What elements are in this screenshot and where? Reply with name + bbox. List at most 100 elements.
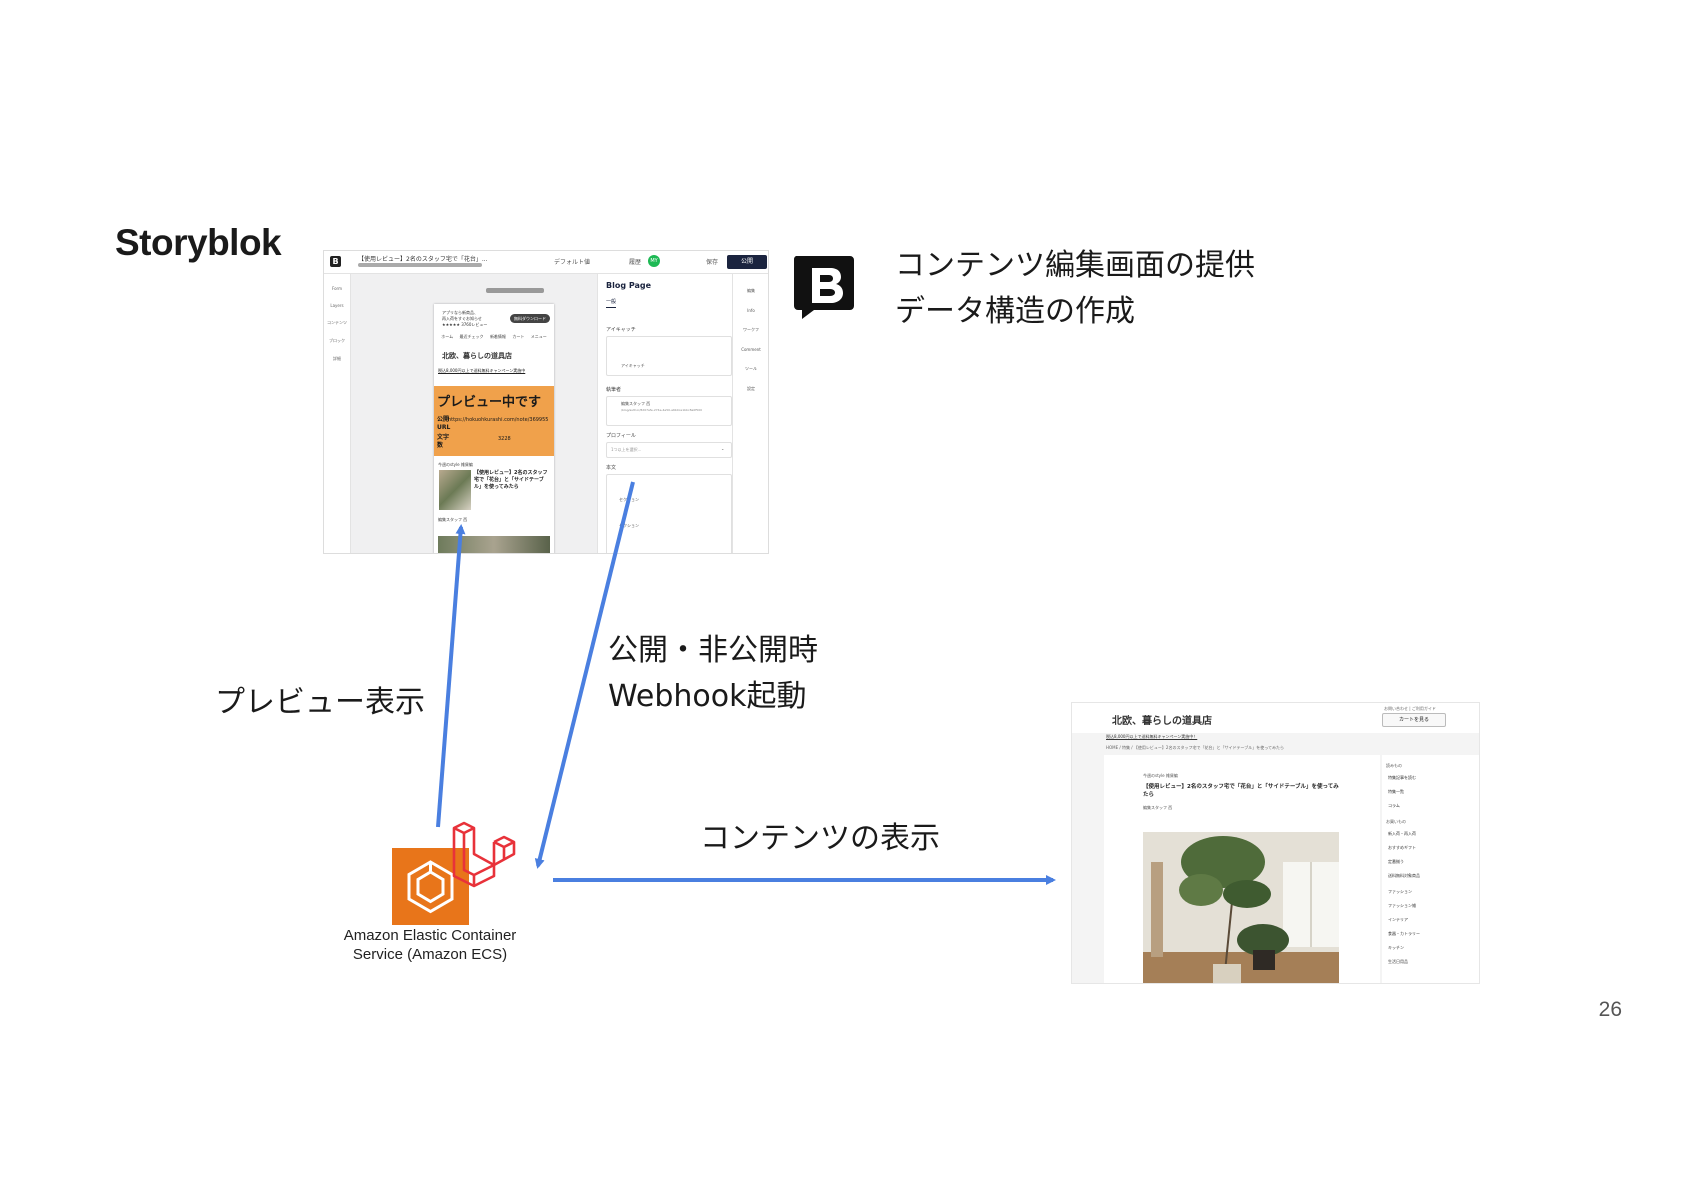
webhook-arrow: [534, 481, 635, 869]
side-item[interactable]: 特集記事を読む: [1388, 775, 1416, 780]
left-nav-form[interactable]: Form: [331, 286, 343, 291]
side-item[interactable]: ファッション: [1388, 889, 1412, 894]
side-item[interactable]: 新入荷・再入荷: [1388, 831, 1416, 836]
article-author: 編集スタッフ 西: [438, 517, 468, 522]
article-title[interactable]: 【使用レビュー】2名のスタッフ宅で「花台」と「サイドテーブル」を使ってみたら: [474, 470, 548, 490]
left-nav-detail[interactable]: 詳細: [333, 356, 341, 361]
side-item[interactable]: 食器・カトラリー: [1388, 931, 1420, 936]
site-top-links[interactable]: お問い合わせ | ご利用ガイド: [1384, 706, 1436, 711]
site-sidebar: 読みもの 特集記事を読む 特集一覧 コラム お買いもの 新入荷・再入荷 おすすめ…: [1382, 755, 1479, 983]
side-section-reading: 読みもの: [1386, 763, 1402, 768]
article-thumbnail: [439, 470, 471, 510]
storyblok-desc-line-2: データ構造の作成: [895, 294, 1135, 329]
storyblok-logo-icon: [793, 256, 854, 319]
slide-title: Storyblok: [115, 222, 282, 263]
site-article-category: 今週のstyle 雑貨編: [1143, 773, 1178, 778]
url-label: 公開URL: [437, 416, 451, 431]
left-nav-layers[interactable]: Layers: [330, 303, 344, 308]
profile-label: プロフィール: [606, 433, 636, 439]
side-item[interactable]: 定番揃う: [1388, 859, 1404, 864]
author-label: 執筆者: [606, 387, 622, 393]
side-item[interactable]: 送料無料対象商品: [1388, 873, 1420, 878]
editor-history-button[interactable]: 履歴: [629, 259, 642, 266]
chars-value: 3228: [498, 436, 511, 442]
site-article-author: 編集スタッフ 西: [1143, 805, 1173, 810]
panel-title: Blog Page: [606, 281, 652, 290]
laravel-icon: [452, 821, 516, 888]
phone-nav: ホーム 最近チェック 新着情報 カート メニュー: [438, 334, 550, 340]
right-nav-settings[interactable]: 設定: [747, 386, 755, 391]
author-field[interactable]: 編集スタッフ 西 /blog/author/8d07afe-274e-4e50-…: [606, 396, 732, 426]
editor-language-select[interactable]: デフォルト値: [554, 259, 591, 266]
author-name: 編集スタッフ 西: [621, 401, 651, 406]
profile-select[interactable]: 1つ以上を選択... ⌄: [606, 442, 732, 458]
eyecatch-item: アイキャッチ: [621, 363, 645, 368]
preview-banner: プレビュー中です 公開URL https://hokuohkurashi.com…: [434, 386, 554, 456]
preview-banner-title: プレビュー中です: [437, 395, 542, 410]
side-item[interactable]: 生活日用品: [1388, 959, 1408, 964]
profile-select-value: 1つ以上を選択...: [611, 447, 642, 452]
content-label: コンテンツの表示: [700, 821, 940, 856]
side-section-shopping: お買いもの: [1386, 819, 1406, 824]
storyblok-desc-line-1: コンテンツ編集画面の提供: [895, 248, 1255, 283]
shop-name: 北欧、暮らしの道具店: [442, 352, 512, 360]
phone-nav-recent[interactable]: 最近チェック: [459, 334, 484, 339]
chars-label: 文字数: [437, 434, 450, 449]
side-item[interactable]: コラム: [1388, 803, 1400, 808]
left-nav-block[interactable]: ブロック: [329, 338, 345, 343]
tab-general[interactable]: 一般: [606, 298, 617, 308]
webhook-label-line-2: Webhook起動: [608, 679, 807, 714]
app-download-button[interactable]: 無料ダウンロード: [510, 314, 550, 323]
editor-publish-button[interactable]: 公開: [727, 255, 767, 269]
right-nav-comment[interactable]: Comment: [741, 347, 761, 352]
site-header: 北欧、暮らしの道具店 お問い合わせ | ご利用ガイド カートを見る: [1072, 703, 1479, 733]
author-id: /blog/author/8d07afe-274e-4e50-a6b0ce1bb…: [621, 408, 703, 412]
side-item[interactable]: キッチン: [1388, 945, 1404, 950]
amazon-ecs-icon: [392, 848, 469, 925]
editor-save-button[interactable]: 保存: [706, 259, 719, 266]
site-brand[interactable]: 北欧、暮らしの道具店: [1112, 716, 1212, 727]
storyblok-small-logo-icon: B: [330, 256, 341, 267]
side-item[interactable]: ファッション雑: [1388, 903, 1416, 908]
promo-link[interactable]: 税込8,000円以上で送料無料キャンペーン実施中: [438, 368, 526, 373]
side-item[interactable]: 特集一覧: [1388, 789, 1404, 794]
section-item-2[interactable]: セクション: [619, 523, 639, 528]
page-number: 26: [1598, 998, 1622, 1021]
site-article-title: 【使用レビュー】2名のスタッフ宅で「花台」と「サイドテーブル」を使ってみたら: [1143, 784, 1339, 798]
right-nav-info[interactable]: Info: [747, 308, 755, 313]
url-value: https://hokuohkurashi.com/note/369955: [448, 417, 549, 423]
cart-button[interactable]: カートを見る: [1382, 713, 1446, 727]
preview-arrow: [436, 524, 466, 828]
right-nav-tools[interactable]: ツール: [745, 366, 757, 371]
storyblok-description: コンテンツ編集画面の提供 データ構造の作成: [895, 243, 1255, 335]
left-nav-content[interactable]: コンテンツ: [327, 320, 347, 325]
webhook-label-line-1: 公開・非公開時: [608, 633, 818, 668]
storyblok-editor-screenshot: B 【使用レビュー】2名のスタッフ宅で「花台」... デフォルト値 履歴 MY …: [323, 250, 769, 554]
breadcrumb: HOME / 特集 / 【使用レビュー】2名のスタッフ宅で「花台」と「サイドテー…: [1106, 745, 1285, 750]
phone-nav-home[interactable]: ホーム: [441, 334, 454, 339]
editor-doc-title: 【使用レビュー】2名のスタッフ宅で「花台」...: [358, 256, 488, 263]
right-nav-workflow[interactable]: ワークフ: [743, 327, 759, 332]
preview-label: プレビュー表示: [215, 685, 425, 720]
editor-right-nav: 編集 Info ワークフ Comment ツール 設定: [732, 274, 768, 553]
side-item[interactable]: おすすめギフト: [1388, 845, 1416, 850]
body-label: 本文: [606, 465, 617, 471]
webhook-label: 公開・非公開時 Webhook起動: [608, 628, 818, 720]
avatar: MY: [648, 255, 660, 267]
chevron-down-icon: ⌄: [721, 446, 725, 451]
article-category: 今週のstyle 雑貨編: [438, 462, 473, 467]
right-nav-edit[interactable]: 編集: [747, 288, 755, 293]
ecs-label-line-1: Amazon Elastic Container: [343, 927, 517, 944]
phone-nav-new[interactable]: 新着情報: [489, 334, 506, 339]
eyecatch-field[interactable]: アイキャッチ: [606, 336, 732, 376]
preview-url-bar: [486, 288, 544, 293]
editor-field-panel: Blog Page 一般 アイキャッチ アイキャッチ 執筆者 編集スタッフ 西 …: [597, 274, 732, 553]
editor-topbar: B 【使用レビュー】2名のスタッフ宅で「花台」... デフォルト値 履歴 MY …: [324, 251, 768, 274]
side-item[interactable]: インテリア: [1388, 917, 1408, 922]
article-image: [438, 536, 550, 553]
phone-nav-menu[interactable]: メニュー: [530, 334, 547, 339]
phone-nav-cart[interactable]: カート: [512, 334, 525, 339]
site-article-photo: [1143, 832, 1339, 983]
site-promo-link[interactable]: 税込8,000円以上で送料無料キャンペーン実施中！: [1106, 734, 1198, 739]
